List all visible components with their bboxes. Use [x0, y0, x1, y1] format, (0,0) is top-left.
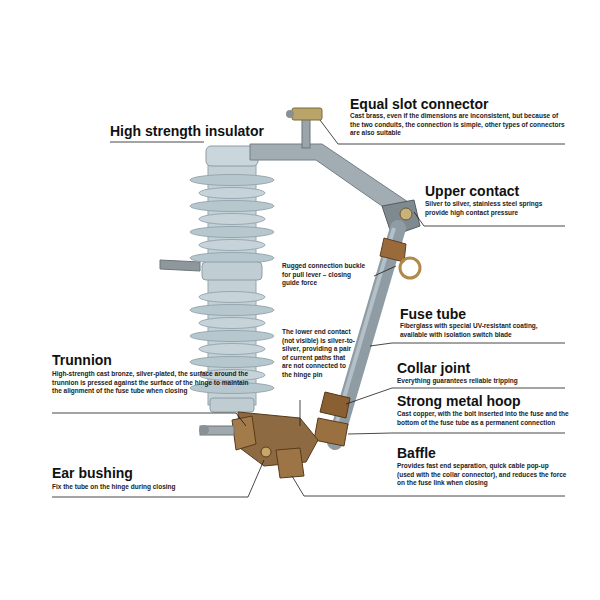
leader-line — [370, 343, 565, 346]
leader-lines — [52, 120, 565, 497]
insulator-shed — [199, 344, 265, 355]
part-description: Silver to silver, stainless steel spring… — [425, 200, 565, 217]
leader-line — [110, 142, 204, 143]
insulator-shed — [190, 227, 274, 238]
part-description: Rugged connection buckle for pull lever … — [282, 262, 368, 288]
baffle — [276, 448, 304, 478]
part-name: Upper contact — [425, 183, 519, 199]
part-name: Trunnion — [52, 352, 112, 368]
part-name: Equal slot connector — [350, 96, 488, 112]
insulator-shed — [199, 318, 265, 329]
part-description: The lower end contact (not visible) is s… — [282, 328, 356, 379]
metal-hoop — [314, 418, 348, 446]
leader-line — [348, 433, 565, 434]
trunnion — [232, 416, 256, 450]
insulator-shed — [190, 331, 274, 342]
part-name: Strong metal hoop — [397, 393, 521, 409]
part-description: Everything guarantees reliable tripping — [397, 377, 567, 386]
pull-ring — [400, 258, 420, 278]
leader-line — [52, 460, 264, 497]
insulator-bottom-cap — [210, 398, 254, 412]
insulator-shed — [190, 357, 274, 368]
leader-line — [52, 413, 246, 426]
part-name: Collar joint — [397, 360, 470, 376]
leader-line — [300, 400, 301, 426]
insulator-sheds — [190, 175, 274, 394]
insulator-shed — [199, 214, 265, 225]
insulator-shed — [199, 240, 265, 251]
equal-slot-connector — [292, 108, 322, 120]
upper-collar — [380, 238, 406, 262]
part-name: Ear bushing — [52, 465, 133, 481]
lower-terminal — [200, 426, 234, 435]
insulator-shed — [199, 188, 265, 199]
insulator-mid-band — [202, 262, 262, 280]
insulator-shed — [190, 201, 274, 212]
insulator-shed — [199, 292, 265, 303]
connector-bolt — [286, 110, 294, 118]
part-description: Cast copper, with the bolt inserted into… — [397, 410, 572, 427]
part-name: Baffle — [397, 445, 436, 461]
part-description: Fix the tube on the hinge during closing — [52, 483, 252, 492]
leader-line — [374, 266, 396, 276]
contact-spring — [400, 208, 412, 220]
insulator-shed — [190, 305, 274, 316]
mounting-bracket — [160, 260, 200, 271]
part-name: Fuse tube — [400, 306, 466, 322]
part-description: Provides fast end separation, quick cabl… — [397, 462, 567, 488]
insulator-shed — [190, 175, 274, 186]
part-name: High strength insulator — [110, 123, 264, 139]
part-description: High-strength cast bronze, silver-plated… — [52, 370, 252, 396]
ear-bushing — [261, 447, 271, 457]
part-description: Cast brass, even if the dimensions are i… — [350, 112, 565, 138]
part-description: Fiberglass with special UV-resistant coa… — [400, 322, 565, 339]
collar-joint — [320, 392, 350, 418]
terminal-bolt — [199, 425, 209, 435]
